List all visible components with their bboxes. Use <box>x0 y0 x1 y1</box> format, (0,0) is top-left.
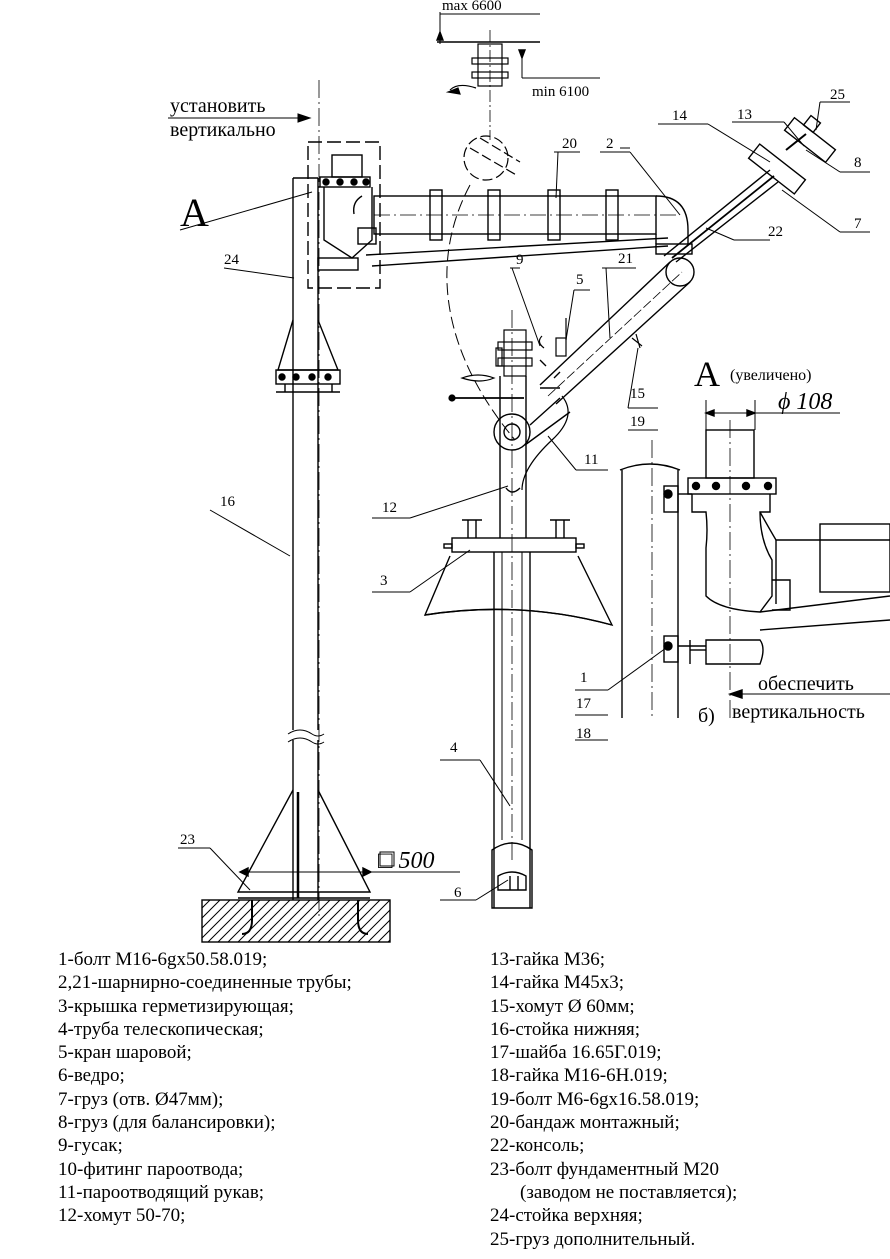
legend-item: 12-хомут 50-70; <box>58 1205 186 1227</box>
parts-legend-right: 13-гайка М36; 14-гайка М45х3; 15-хомут Ø… <box>490 948 737 1251</box>
install-vertical-label-2: вертикально <box>170 119 276 141</box>
diameter-label: ϕ 108 <box>778 389 832 415</box>
callout-5: 5 <box>576 272 584 288</box>
legend-item: 15-хомут Ø 60мм; <box>490 995 635 1017</box>
callout-24: 24 <box>224 252 240 268</box>
callout-18: 18 <box>576 726 591 742</box>
legend-item: 24-стойка верхняя; <box>490 1205 643 1227</box>
callout-4: 4 <box>450 740 458 756</box>
annotations: max 6600 min 6100 установить вертикально… <box>170 0 865 874</box>
swing-arc <box>446 184 516 441</box>
callout-9: 9 <box>516 252 524 268</box>
callout-17: 17 <box>576 696 592 712</box>
articulated-pipe <box>493 257 695 491</box>
legend-item: 23-болт фундаментный М20 <box>490 1158 720 1180</box>
max-height-label: max 6600 <box>442 0 502 14</box>
legend-item: 5-кран шаровой; <box>58 1042 192 1064</box>
detail-view-a <box>619 400 890 720</box>
legend-item: 18-гайка М16-6Н.019; <box>490 1065 668 1087</box>
height-dimension <box>435 12 600 79</box>
legend-item: 19-болт М6-6gx16.58.019; <box>490 1088 700 1110</box>
callout-6: 6 <box>454 885 462 901</box>
ensure-vertical-label-1: обеспечить <box>758 673 854 695</box>
min-height-label: min 6100 <box>532 84 589 100</box>
variant-b-label: б) <box>698 705 715 727</box>
parts-legend-left: 1-болт М16-6gx50.58.019; 2,21-шарнирно-с… <box>58 948 352 1228</box>
callout-numbers: 25 13 14 8 2 20 22 7 9 5 21 24 15 19 11 … <box>180 87 862 901</box>
callout-2: 2 <box>606 136 614 152</box>
technical-drawing: max 6600 min 6100 установить вертикально… <box>168 0 890 943</box>
callout-21: 21 <box>618 251 633 267</box>
legend-item: 10-фитинг пароотвода; <box>58 1158 244 1180</box>
callout-3: 3 <box>380 573 388 589</box>
legend-item: 3-крышка герметизирующая; <box>58 995 294 1017</box>
legend-item: 16-стойка нижняя; <box>490 1018 640 1040</box>
legend-item: 8-груз (для балансировки); <box>58 1112 276 1134</box>
arm-head <box>317 154 377 271</box>
legend-item: 1-болт М16-6gx50.58.019; <box>58 949 268 970</box>
view-letter: A <box>180 190 209 235</box>
callout-13: 13 <box>737 107 752 123</box>
upper-position-fragment <box>445 30 521 181</box>
legend-item: 9-гусак; <box>58 1135 123 1157</box>
callout-8: 8 <box>854 155 862 171</box>
telescopic-pipe <box>423 310 614 909</box>
legend-item: 2,21-шарнирно-соединенные трубы; <box>58 972 352 994</box>
legend-item: 13-гайка М36; <box>490 949 606 970</box>
ensure-vertical-label-2: вертикальность <box>732 701 865 723</box>
legend-item: 20-бандаж монтажный; <box>490 1112 680 1134</box>
callout-20: 20 <box>562 136 577 152</box>
callout-14: 14 <box>672 108 688 124</box>
callout-1: 1 <box>580 670 588 686</box>
install-vertical-label-1: установить <box>170 95 265 117</box>
callout-16: 16 <box>220 494 236 510</box>
legend-item: 11-пароотводящий рукав; <box>58 1181 265 1203</box>
legend-item: 6-ведро; <box>58 1065 125 1087</box>
callout-15: 15 <box>630 386 645 402</box>
legend-item: 4-труба телескопическая; <box>58 1018 264 1040</box>
detail-letter: A <box>694 354 720 394</box>
callout-25: 25 <box>830 87 845 103</box>
detail-note: (увеличено) <box>730 367 811 384</box>
callout-12: 12 <box>382 500 397 516</box>
callout-7: 7 <box>854 216 862 232</box>
horizontal-pipe <box>365 189 693 267</box>
square-size-label: □ 500 <box>378 848 435 874</box>
foundation <box>201 899 391 943</box>
diagonal-arm <box>663 114 837 263</box>
callout-23: 23 <box>180 832 195 848</box>
left-column <box>236 80 373 920</box>
callout-11: 11 <box>584 452 598 468</box>
legend-item: 25-груз дополнительный. <box>490 1228 696 1250</box>
legend-item: 22-консоль; <box>490 1135 585 1157</box>
callout-22: 22 <box>768 224 783 240</box>
callout-19: 19 <box>630 414 645 430</box>
leader-lines <box>168 101 870 901</box>
legend-item: 7-груз (отв. Ø47мм); <box>58 1088 224 1110</box>
legend-item: (заводом не поставляется); <box>520 1181 738 1203</box>
legend-item: 14-гайка М45х3; <box>490 972 625 994</box>
legend-item: 17-шайба 16.65Г.019; <box>490 1042 662 1064</box>
